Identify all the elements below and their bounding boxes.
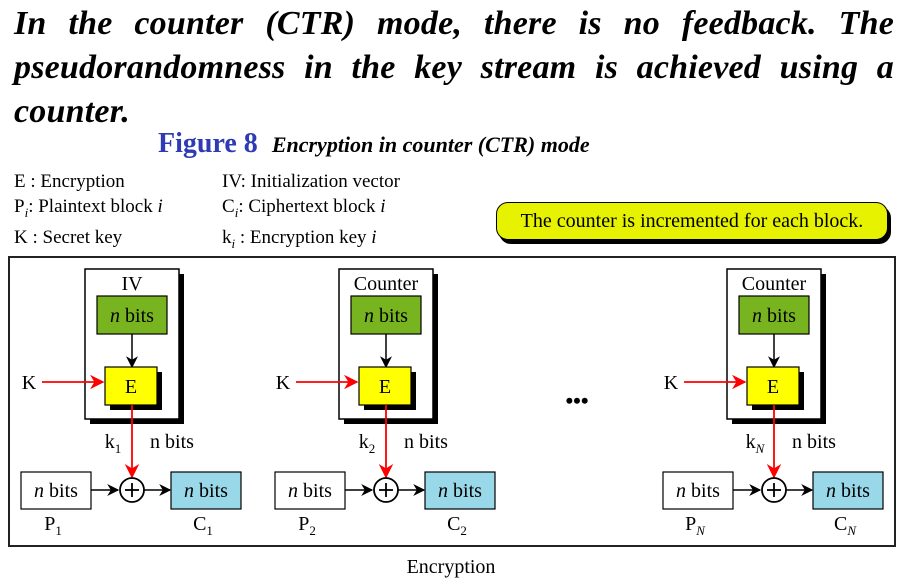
legend-item: E : Encryption [14, 171, 125, 192]
legend-item: Ci: Ciphertext block i [222, 196, 386, 220]
intro-paragraph: In the counter (CTR) mode, there is no f… [14, 5, 894, 130]
plaintext-box [274, 471, 346, 510]
plaintext-bits-label: n bits [676, 480, 720, 502]
encrypt-box [746, 366, 800, 406]
keystream-bits-label: n bits [404, 431, 448, 453]
plaintext-label: PN [685, 513, 706, 538]
legend-item: IV: Initialization vector [222, 171, 400, 192]
keystream-label: k1 [105, 431, 122, 456]
ciphertext-bits-label: n bits [826, 480, 870, 502]
ciphertext-label: C2 [447, 513, 467, 538]
ciphertext-label: C1 [193, 513, 213, 538]
plaintext-bits-label: n bits [34, 480, 78, 502]
source-bits-label: n bits [752, 305, 796, 327]
keystream-label: k2 [359, 431, 376, 456]
figure-title: Figure 8 Encryption in counter (CTR) mod… [158, 128, 590, 160]
plaintext-label: P1 [44, 513, 62, 538]
plaintext-box [20, 471, 92, 510]
key-label: K [664, 372, 679, 394]
bottom-label: Encryption [407, 556, 496, 578]
encrypt-box [358, 366, 412, 406]
encrypt-label: E [767, 376, 779, 398]
figure-caption: Encryption in counter (CTR) mode [271, 132, 590, 157]
counter-callout: The counter is incremented for each bloc… [496, 202, 888, 240]
legend-column-2: IV: Initialization vector Ci: Ciphertext… [222, 169, 400, 256]
ciphertext-label: CN [834, 513, 857, 538]
ciphertext-box [812, 471, 884, 510]
encrypt-label: E [125, 376, 137, 398]
ciphertext-box [424, 471, 496, 510]
ciphertext-bits-label: n bits [438, 480, 482, 502]
plaintext-bits-label: n bits [288, 480, 332, 502]
source-label: Counter [354, 273, 419, 295]
keystream-bits-label: n bits [792, 431, 836, 453]
plaintext-label: P2 [298, 513, 316, 538]
legend-item: ki : Encryption key i [222, 226, 377, 251]
ciphertext-box [170, 471, 242, 510]
source-bits-box [96, 295, 168, 335]
encrypt-box [104, 366, 158, 406]
source-label: Counter [742, 273, 807, 295]
keystream-label: kN [746, 431, 766, 456]
legend-item: K : Secret key [14, 226, 123, 248]
legend-item: Pi: Plaintext block i [14, 196, 163, 220]
keystream-bits-label: n bits [150, 431, 194, 453]
encrypt-label: E [379, 376, 391, 398]
figure-number: Figure 8 [158, 128, 258, 159]
source-bits-box [350, 295, 422, 335]
source-bits-box [738, 295, 810, 335]
ellipsis: ••• [565, 388, 588, 413]
source-bits-label: n bits [110, 305, 154, 327]
ciphertext-bits-label: n bits [184, 480, 228, 502]
key-label: K [276, 372, 291, 394]
key-label: K [22, 372, 37, 394]
legend-column-1: E : Encryption Pi: Plaintext block i K :… [14, 169, 163, 250]
source-bits-label: n bits [364, 305, 408, 327]
source-label: IV [121, 273, 143, 295]
